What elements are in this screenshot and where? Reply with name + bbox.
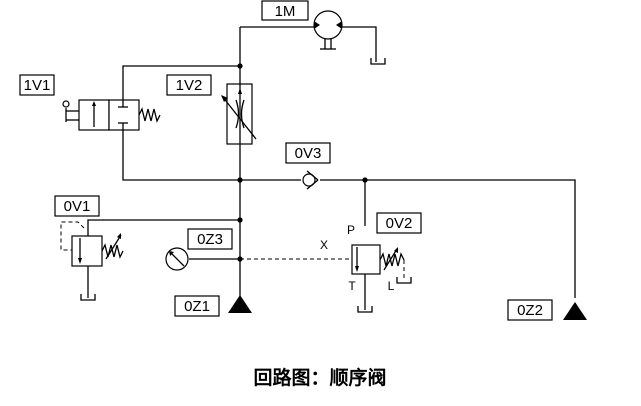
pushbutton-knob-icon — [62, 100, 70, 108]
check-valve-label: 0V3 — [295, 145, 322, 162]
valve-1v1-position-2 — [108, 99, 140, 131]
pressure-source-triangle-icon — [228, 295, 252, 313]
pressure-source-triangle-icon — [563, 302, 587, 320]
valve-1v1-bottom-line — [122, 130, 240, 181]
check-ball-icon — [302, 173, 316, 187]
check-valve-0v3[interactable]: 0V3 — [285, 142, 331, 190]
spring-icon — [379, 252, 405, 267]
relief-valve-label-box — [54, 195, 100, 217]
source-0z1-label: 0Z1 — [184, 298, 210, 315]
gauge-needle-icon — [169, 251, 185, 267]
gauge-label-box — [187, 228, 233, 250]
sequence-valve-label: 0V2 — [386, 215, 413, 232]
sequence-valve-label-box — [376, 212, 422, 234]
sequence-valve-0v2[interactable]: 0V2 P X T L — [320, 212, 422, 313]
check-valve-outlet-line — [320, 179, 576, 298]
adjust-arrowhead-icon — [221, 95, 228, 102]
gauge-needle-tip-icon — [169, 251, 174, 256]
relief-pilot-line — [60, 221, 85, 251]
motor-label-box — [261, 0, 309, 21]
sequence-valve-body — [351, 244, 381, 275]
relief-valve-line — [87, 219, 240, 236]
valve-1v2-label-box — [166, 74, 212, 96]
port-x-label: X — [320, 238, 328, 252]
throttle-restriction-icon — [240, 99, 245, 129]
check-seat-icon — [306, 170, 319, 181]
gauge-label: 0Z3 — [197, 231, 223, 248]
pressure-source-0z1[interactable]: 0Z1 — [174, 295, 252, 317]
pressure-source-0z2[interactable]: 0Z2 — [507, 299, 587, 321]
motor-1m[interactable]: 1M — [261, 0, 343, 50]
valve-1v2-label: 1V2 — [176, 77, 203, 94]
junction-dot — [237, 177, 243, 183]
junction-dot — [237, 63, 243, 69]
source-0z1-label-box — [174, 295, 220, 317]
relief-valve-body — [71, 235, 103, 267]
flow-arrow-icon — [92, 101, 96, 106]
tank-icon — [80, 294, 96, 301]
tank-icon — [396, 277, 412, 284]
junction-dot — [237, 217, 243, 223]
relief-valve-0v1[interactable]: 0V1 — [54, 195, 124, 301]
adjust-arrow-icon — [383, 248, 398, 271]
flow-arrow-icon — [238, 88, 242, 94]
source-0z2-label-box — [507, 299, 553, 321]
port-p-label: P — [347, 223, 355, 237]
port-t-label: T — [348, 279, 356, 293]
diagram-caption: 回路图：顺序阀 — [253, 366, 386, 389]
motor-return-line — [340, 26, 377, 62]
motor-outlet-triangle-icon — [336, 21, 342, 29]
adjust-arrowhead-icon — [394, 247, 398, 253]
junction-dot — [237, 256, 243, 262]
motor-inlet-triangle-icon — [314, 21, 320, 29]
junction-dot — [362, 177, 368, 183]
relief-valve-label: 0V1 — [64, 198, 91, 215]
spring-icon — [138, 107, 161, 123]
valve-1v1-label-box — [19, 74, 55, 96]
check-seat-icon — [306, 179, 319, 190]
valve-1v2[interactable]: 1V2 — [166, 74, 257, 145]
valve-1v1[interactable]: 1V1 — [19, 74, 161, 131]
port-l-label: L — [388, 279, 395, 293]
throttle-restriction-icon — [235, 99, 240, 129]
hydraulic-lines — [87, 26, 576, 310]
valve-1v1-label: 1V1 — [24, 77, 51, 94]
adjust-arrow-icon — [105, 234, 122, 260]
motor-label: 1M — [275, 3, 296, 20]
valve-1v1-top-line — [122, 65, 240, 100]
tank-icon — [370, 58, 386, 65]
adjust-arrowhead-icon — [117, 233, 121, 239]
flow-arrow-icon — [355, 266, 359, 272]
adjust-arrow-icon — [221, 95, 257, 140]
spring-icon — [101, 243, 124, 259]
flow-arrow-icon — [78, 258, 82, 264]
gauge-0z3[interactable]: 0Z3 — [165, 228, 233, 271]
source-0z2-label: 0Z2 — [517, 302, 543, 319]
tank-icon — [357, 306, 373, 313]
check-valve-label-box — [285, 142, 331, 164]
